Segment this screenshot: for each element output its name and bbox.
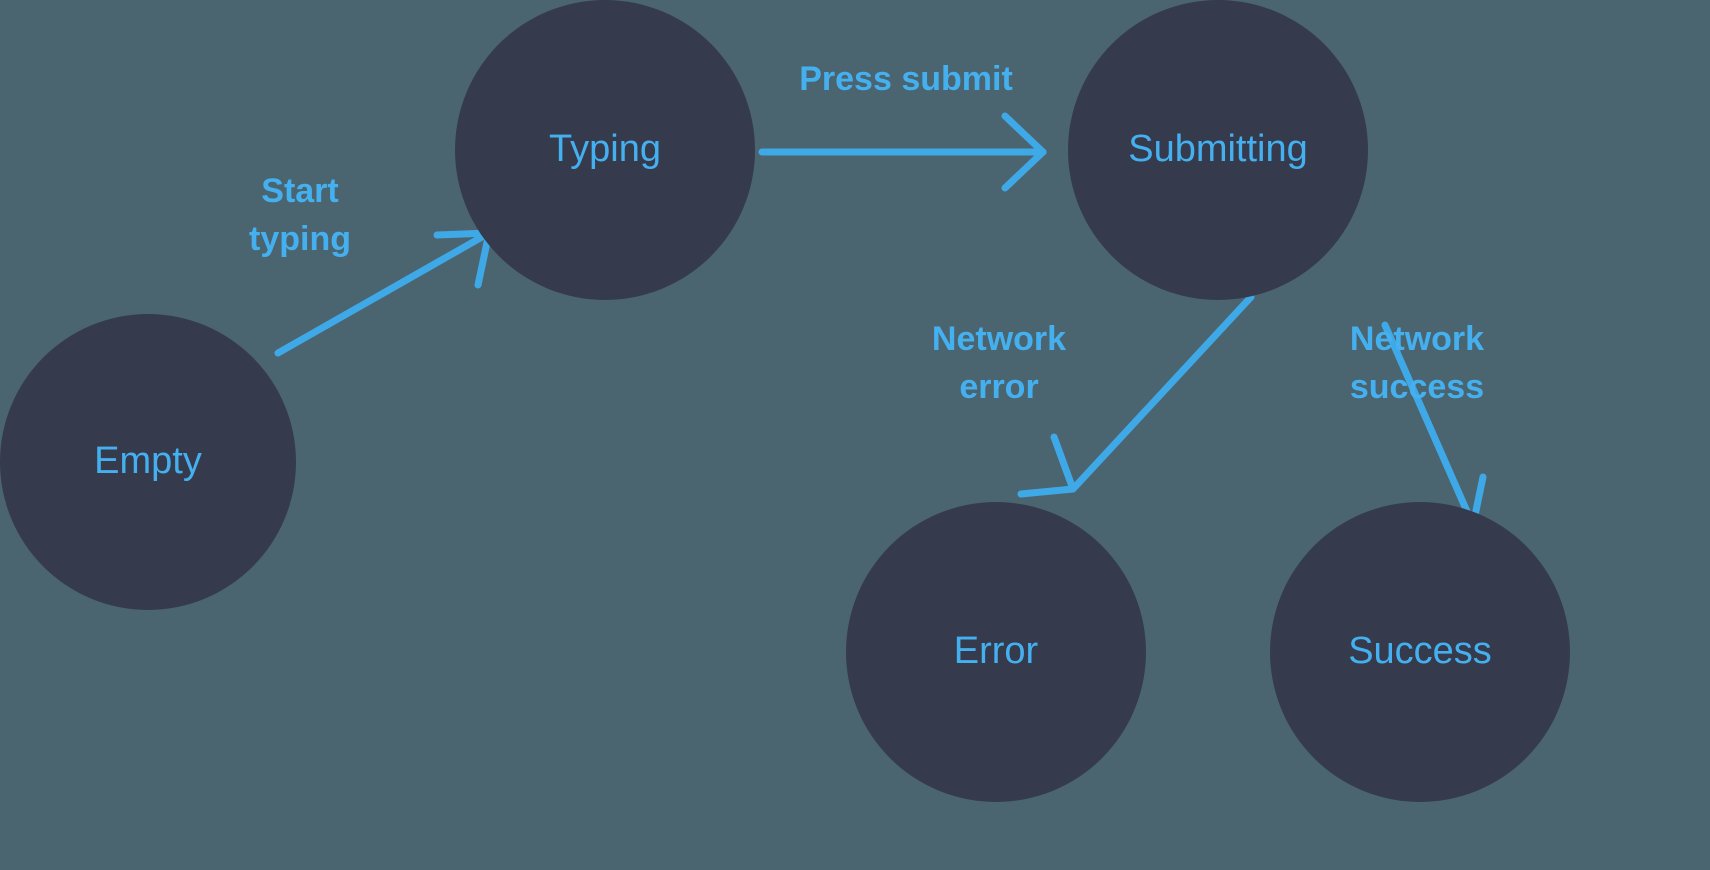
node-error[interactable]: Error — [846, 502, 1146, 802]
edge-typing-to-submitting — [758, 112, 1047, 192]
node-success-label: Success — [1348, 630, 1492, 672]
edge-line-network-success — [1381, 321, 1477, 529]
arrowhead-network-error — [1017, 433, 1077, 498]
edge-line-start-typing — [274, 229, 493, 357]
edge-label-network-success-line-1: Network — [1350, 320, 1484, 358]
node-error-circle[interactable] — [846, 502, 1146, 802]
node-empty[interactable]: Empty — [0, 314, 296, 610]
node-typing-label: Typing — [549, 128, 661, 170]
node-error-label: Error — [954, 630, 1039, 672]
edge-label-network-error: Network error — [932, 320, 1066, 406]
edge-line-network-error — [1069, 293, 1255, 493]
node-typing[interactable]: Typing — [455, 0, 755, 300]
node-success[interactable]: Success — [1270, 502, 1570, 802]
node-submitting[interactable]: Submitting — [1068, 0, 1368, 300]
edge-label-network-error-line-1: Network — [932, 320, 1066, 358]
node-typing-circle[interactable] — [455, 0, 755, 300]
edge-label-start-typing: Start typing — [249, 172, 351, 258]
node-empty-label: Empty — [94, 440, 202, 482]
arrowhead-press-submit — [1001, 112, 1047, 192]
edge-label-start-typing-line-1: Start — [261, 172, 338, 210]
node-submitting-circle[interactable] — [1068, 0, 1368, 300]
edge-label-press-submit: Press submit — [799, 60, 1013, 98]
edge-label-network-success-line-2: success — [1350, 368, 1484, 406]
node-empty-circle[interactable] — [0, 314, 296, 610]
edge-label-start-typing-line-2: typing — [249, 220, 351, 258]
node-submitting-label: Submitting — [1128, 128, 1308, 170]
edge-label-network-error-line-2: error — [959, 368, 1038, 406]
edge-label-network-success: Network success — [1350, 320, 1484, 406]
edge-submitting-to-error — [1017, 293, 1255, 498]
node-success-circle[interactable] — [1270, 502, 1570, 802]
edge-label-press-submit-line-1: Press submit — [799, 60, 1013, 98]
